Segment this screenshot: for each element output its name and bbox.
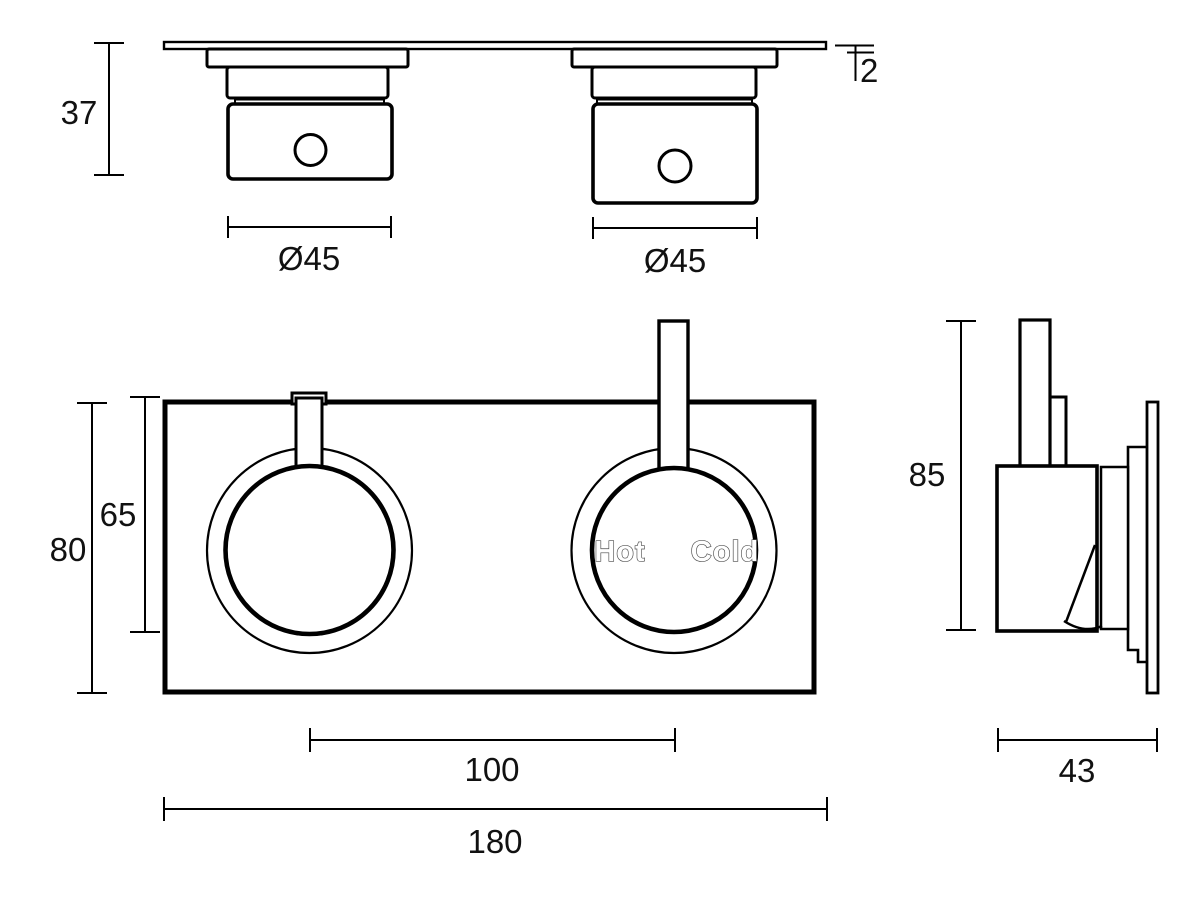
- right-set-screw-hole: [657, 148, 693, 184]
- top-right-valve: [570, 47, 779, 205]
- side-lever: [1018, 318, 1052, 469]
- dim-37-label: 37: [61, 94, 98, 131]
- side-lever-step: [1048, 395, 1068, 469]
- cold-label: Cold: [691, 536, 759, 568]
- dim-80-label: 80: [50, 531, 87, 568]
- dim-43-label: 43: [1059, 752, 1096, 789]
- top-left-valve: [205, 47, 410, 181]
- dim-85: [946, 320, 976, 631]
- dim-85-label: 85: [909, 456, 946, 493]
- dim-100: [309, 728, 676, 752]
- side-handle-body: [995, 464, 1099, 633]
- dim-dia45-right-label: Ø45: [644, 242, 706, 279]
- hot-label: Hot: [594, 536, 645, 568]
- side-wall-flange: [1145, 400, 1160, 695]
- side-adapter: [1099, 465, 1130, 631]
- dim-80: [77, 402, 107, 694]
- side-view: 85 43: [909, 318, 1160, 789]
- dim-2-label: 2: [860, 52, 878, 89]
- dim-65-label: 65: [100, 496, 137, 533]
- left-escutcheon-body: [225, 65, 390, 100]
- front-view: Hot Cold 80 65 100 180: [50, 319, 828, 860]
- right-lever: [657, 319, 690, 483]
- left-handle-body: [226, 102, 394, 181]
- left-set-screw-hole: [293, 133, 328, 167]
- side-skirt-arc: [1063, 619, 1103, 631]
- right-knob-inner-disc: [589, 465, 759, 635]
- right-handle-body: [591, 102, 759, 205]
- right-escutcheon-body: [590, 65, 758, 100]
- side-skirt-line: [1064, 544, 1097, 623]
- dim-180: [163, 797, 828, 821]
- dim-dia45-left: [227, 216, 392, 238]
- right-escutcheon-flange: [570, 47, 779, 69]
- side-mount-bracket: [1126, 445, 1147, 664]
- dim-dia45-left-label: Ø45: [278, 240, 340, 277]
- left-escutcheon-flange: [205, 47, 410, 69]
- dim-37: [94, 42, 124, 176]
- left-knob-inner-disc: [223, 463, 396, 637]
- dim-dia45-right: [592, 217, 758, 239]
- dim-65: [130, 396, 160, 633]
- dim-2: [835, 44, 874, 81]
- top-plate: [162, 40, 828, 51]
- dim-180-label: 180: [467, 823, 522, 860]
- top-view: 37 2 Ø45 Ø45: [61, 40, 878, 279]
- dim-43: [997, 728, 1158, 752]
- dim-100-label: 100: [464, 751, 519, 788]
